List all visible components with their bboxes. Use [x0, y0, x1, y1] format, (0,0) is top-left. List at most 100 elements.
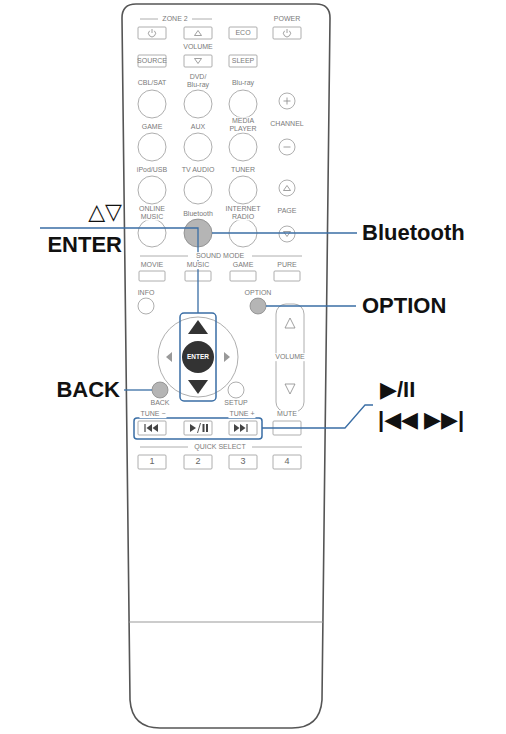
button-print: MEDIA PLAYER	[226, 117, 260, 132]
up-icon	[284, 186, 291, 191]
button-print: VOLUME	[274, 353, 306, 361]
button-print: SOURCE	[137, 57, 167, 65]
button	[139, 271, 165, 281]
round-button	[229, 133, 257, 161]
skip-forward-icon	[246, 424, 247, 432]
button-print: POWER	[273, 15, 301, 23]
small-button	[279, 139, 295, 155]
power-icon	[287, 29, 288, 33]
button-number: 4	[284, 457, 289, 467]
button-print: GAME	[232, 261, 255, 269]
group-rule	[252, 447, 302, 448]
button-print: TUNE −	[139, 410, 166, 418]
power-icon	[152, 29, 153, 33]
round-button	[138, 90, 166, 118]
cursor-pad	[158, 317, 238, 397]
button-number: 1	[149, 457, 154, 467]
leader-line	[266, 305, 356, 306]
play-pause-icon	[198, 423, 201, 433]
leader-line	[212, 232, 357, 233]
button-print: ZONE 2	[161, 15, 188, 23]
round-button	[229, 176, 257, 204]
callout-label: ▶/II	[380, 378, 415, 402]
right-icon	[224, 352, 230, 362]
button-print: MOVIE	[140, 261, 165, 269]
group-rule	[140, 447, 188, 448]
play-pause-icon	[206, 424, 208, 432]
button-print: ENTER	[187, 353, 209, 360]
button	[273, 455, 301, 469]
button-print: SOUND MODE	[195, 252, 245, 260]
round-button	[138, 133, 166, 161]
round-button	[184, 90, 212, 118]
down-icon	[284, 232, 291, 237]
button-print: CBL/SAT	[137, 79, 168, 87]
button-print: TUNER	[230, 166, 256, 174]
round-button	[138, 219, 166, 247]
small-button	[279, 226, 295, 242]
button-print: Blu-ray	[231, 79, 255, 87]
button	[273, 27, 301, 39]
round-button	[229, 90, 257, 118]
section-line	[129, 622, 323, 623]
button	[184, 421, 212, 435]
button-print: iPod/USB	[136, 166, 168, 174]
button-print: ECO	[235, 29, 250, 37]
button-print: AUX	[190, 123, 206, 131]
up-key	[188, 320, 208, 334]
button-print: TV AUDIO	[181, 166, 216, 174]
up-icon	[195, 31, 202, 36]
remote-body	[122, 4, 330, 728]
button-print: SETUP	[223, 399, 248, 407]
round-button	[138, 176, 166, 204]
button	[229, 421, 257, 435]
left-icon	[166, 352, 172, 362]
button	[138, 27, 166, 39]
button-print: GAME	[141, 123, 164, 131]
highlight-box	[134, 418, 262, 439]
back-button	[152, 382, 168, 398]
skip-back-icon	[153, 424, 159, 432]
button-print: MUSIC	[186, 261, 211, 269]
button-print: VOLUME	[182, 43, 214, 51]
callout-label: △▽	[88, 200, 122, 224]
leader-line	[262, 405, 373, 428]
skip-forward-icon	[234, 424, 240, 432]
group-rule	[252, 256, 302, 257]
callout-label: |◀◀ ▶▶|	[378, 408, 464, 432]
button-print: CHANNEL	[269, 120, 304, 128]
button	[184, 455, 212, 469]
button	[138, 421, 166, 435]
button-print: SLEEP	[232, 57, 255, 65]
button	[138, 55, 166, 67]
button-number: 3	[240, 457, 245, 467]
round-button	[184, 133, 212, 161]
highlight-box	[180, 313, 216, 401]
minus-icon	[284, 147, 291, 148]
button	[274, 271, 300, 281]
button	[229, 455, 257, 469]
button-print: PAGE	[277, 207, 298, 215]
leader-line	[40, 228, 198, 313]
button	[138, 455, 166, 469]
round-button	[184, 176, 212, 204]
small-button	[279, 93, 295, 109]
small-button	[138, 298, 154, 314]
button	[184, 27, 212, 39]
button-print: QUICK SELECT	[193, 443, 246, 451]
play-pause-icon	[203, 424, 205, 432]
button	[184, 55, 212, 67]
button-print: INTERNET RADIO	[222, 205, 264, 220]
group-rule	[140, 19, 158, 20]
up-icon	[285, 318, 295, 328]
button-print: Bluetooth	[182, 210, 214, 218]
button-number: 2	[195, 457, 200, 467]
button-print: DVD/ Blu-ray	[184, 73, 212, 88]
skip-back-icon	[147, 424, 153, 432]
callout-label: Bluetooth	[362, 221, 465, 245]
button	[229, 55, 257, 67]
button-print: BACK	[149, 399, 170, 407]
down-icon	[285, 384, 295, 394]
